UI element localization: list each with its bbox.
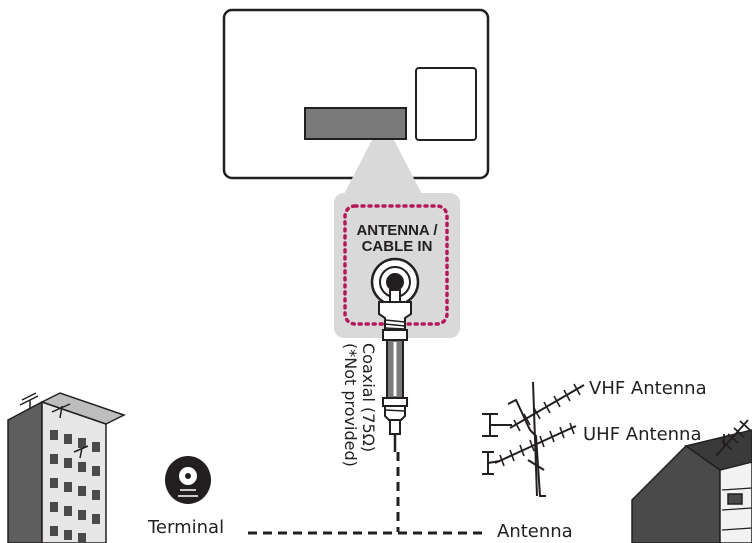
coaxial-cable-label-line2: (*Not provided): [341, 343, 360, 467]
coaxial-cable-icon: [378, 289, 412, 452]
apartment-building-icon: [7, 392, 126, 543]
antenna-port-icon: [370, 257, 420, 307]
terminal-label: Terminal: [148, 517, 225, 538]
house-icon: [631, 419, 752, 543]
coaxial-cable-label-line1: Coaxial (75Ω): [359, 343, 378, 453]
antenna-label: Antenna: [497, 521, 573, 542]
dashed-connection-line: [248, 452, 488, 535]
tv-antenna-icon: [482, 381, 585, 497]
antenna-port-label-line2: CABLE IN: [361, 238, 433, 255]
antenna-port-label: ANTENNA / CABLE IN: [342, 223, 452, 255]
uhf-antenna-label: UHF Antenna: [583, 424, 702, 445]
zoom-callout: [342, 140, 424, 198]
tv-back-icon: [222, 8, 490, 180]
wall-terminal-icon: [165, 456, 211, 504]
vhf-antenna-label: VHF Antenna: [589, 378, 707, 399]
coaxial-cable-label: Coaxial (75Ω) (*Not provided): [341, 343, 378, 467]
antenna-port-label-line1: ANTENNA /: [356, 222, 438, 239]
